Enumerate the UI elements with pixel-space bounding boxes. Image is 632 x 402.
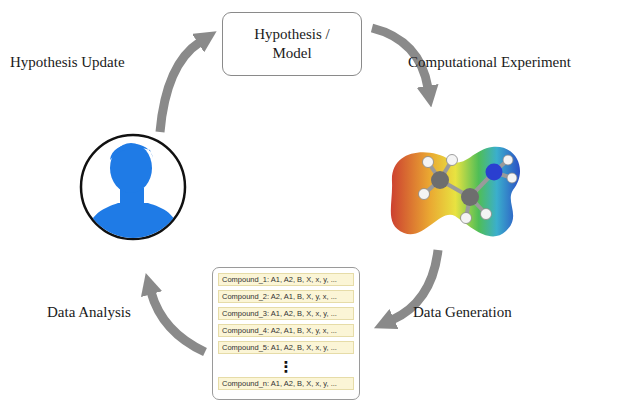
step-label: Data Generation: [413, 304, 512, 321]
hypothesis-box: Hypothesis / Model: [222, 12, 362, 76]
compound-row: Compound_1: A1, A2, B, X, x, y, ...: [218, 273, 354, 286]
ellipsis-dots: ⋮: [218, 358, 354, 376]
compound-row: Compound_2: A2, A1, B, X, y, x, ...: [218, 290, 354, 303]
compound-row: Compound_5: A1, A2, B, X, x, y, ...: [218, 341, 354, 354]
step-label: Data Analysis: [47, 304, 131, 321]
compound-row: Compound_3: A1, A2, B, X, x, y, ...: [218, 307, 354, 320]
node-title: Hypothesis / Model: [252, 25, 332, 63]
compound-row: Compound_n: A1, A2, B, X, x, y, ...: [218, 377, 354, 390]
cycle-arrow: [160, 42, 200, 132]
compound-row: Compound_4: A2, A1, B, X, y, x, ...: [218, 324, 354, 337]
cycle-arrow: [151, 292, 205, 352]
molecule-illustration: [391, 147, 520, 237]
step-label: Computational Experiment: [408, 54, 571, 71]
step-label: Hypothesis Update: [10, 54, 125, 71]
data-table-box: Compound_1: A1, A2, B, X, x, y, ... Compo…: [212, 267, 360, 400]
scientist-icon: [81, 135, 185, 245]
